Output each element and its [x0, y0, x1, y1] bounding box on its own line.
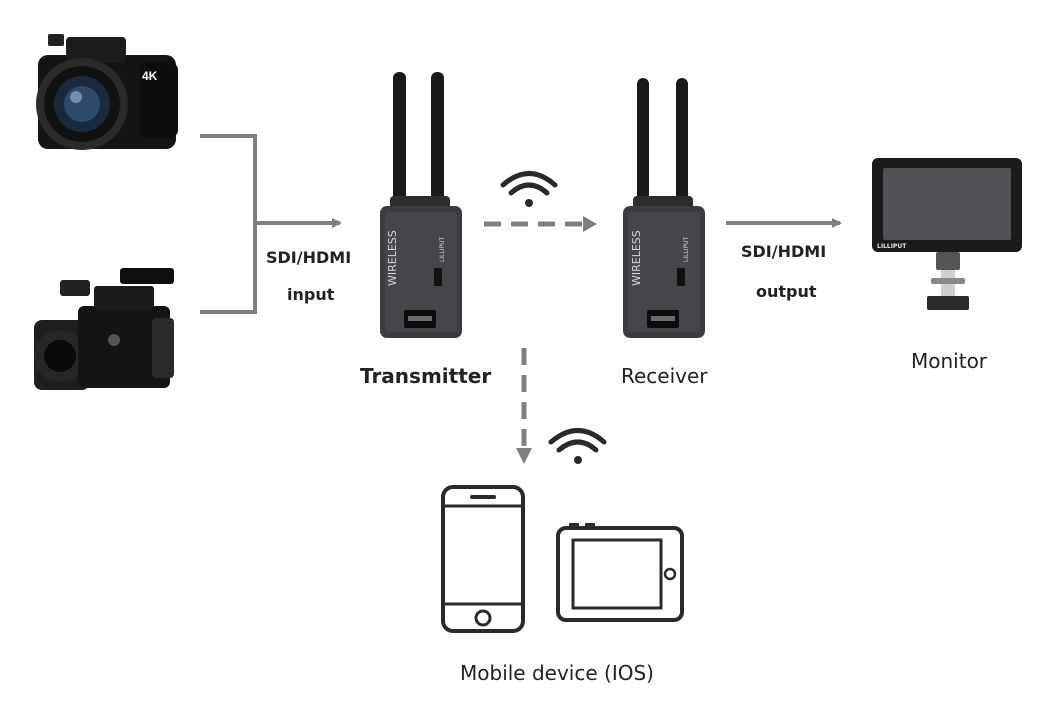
- wireless-link-arrowhead: [583, 216, 597, 232]
- monitor-icon: LILLIPUT: [872, 158, 1022, 310]
- output-label-line1: SDI/HDMI: [741, 242, 827, 261]
- transmitter-device-icon: WIRELESS LILLIPUT: [380, 72, 462, 338]
- phone-icon: [441, 485, 525, 633]
- receiver-label: Receiver: [621, 364, 708, 388]
- monitor-brand-text: LILLIPUT: [877, 243, 907, 250]
- receiver-brand-text: WIRELESS: [630, 230, 643, 286]
- camera-4k-icon: 4K: [36, 34, 178, 150]
- transmitter-brand-text: WIRELESS: [386, 230, 399, 286]
- antenna-left: [637, 78, 649, 212]
- output-label-line2: output: [756, 282, 817, 301]
- wifi-icon: [548, 428, 607, 464]
- antenna-right: [676, 78, 688, 212]
- input-label-line2: input: [287, 285, 335, 304]
- antenna-right: [431, 72, 444, 212]
- tablet-icon: [556, 523, 684, 622]
- wifi-icon: [500, 171, 558, 207]
- mobile-device-label: Mobile device (IOS): [460, 661, 654, 685]
- receiver-device-icon: WIRELESS LILLIPUT: [623, 78, 705, 338]
- monitor-label: Monitor: [911, 349, 988, 373]
- transmitter-maker-text: LILLIPUT: [439, 236, 446, 262]
- input-label-line1: SDI/HDMI: [266, 248, 352, 267]
- mobile-link-arrowhead: [516, 448, 532, 464]
- input-merge-connector: [200, 134, 342, 314]
- camcorder-icon: [34, 268, 174, 390]
- antenna-left: [393, 72, 406, 212]
- transmitter-label: Transmitter: [360, 364, 492, 388]
- receiver-maker-text: LILLIPUT: [683, 236, 690, 262]
- camera-badge-text: 4K: [142, 69, 158, 83]
